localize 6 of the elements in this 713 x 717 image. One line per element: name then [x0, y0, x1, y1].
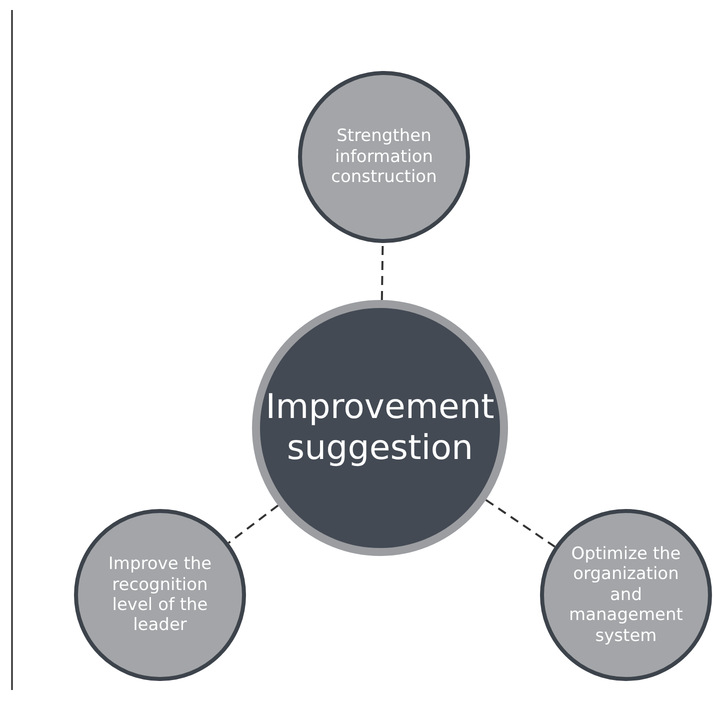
node-label: Strengthen information construction — [330, 126, 438, 188]
node-label: Improvement suggestion — [265, 387, 495, 469]
node-label: Improve the recognition level of the leader — [107, 554, 213, 636]
connector-line — [228, 504, 279, 544]
node-label: Optimize the organization and management system — [568, 544, 684, 646]
connector-line — [485, 499, 556, 548]
